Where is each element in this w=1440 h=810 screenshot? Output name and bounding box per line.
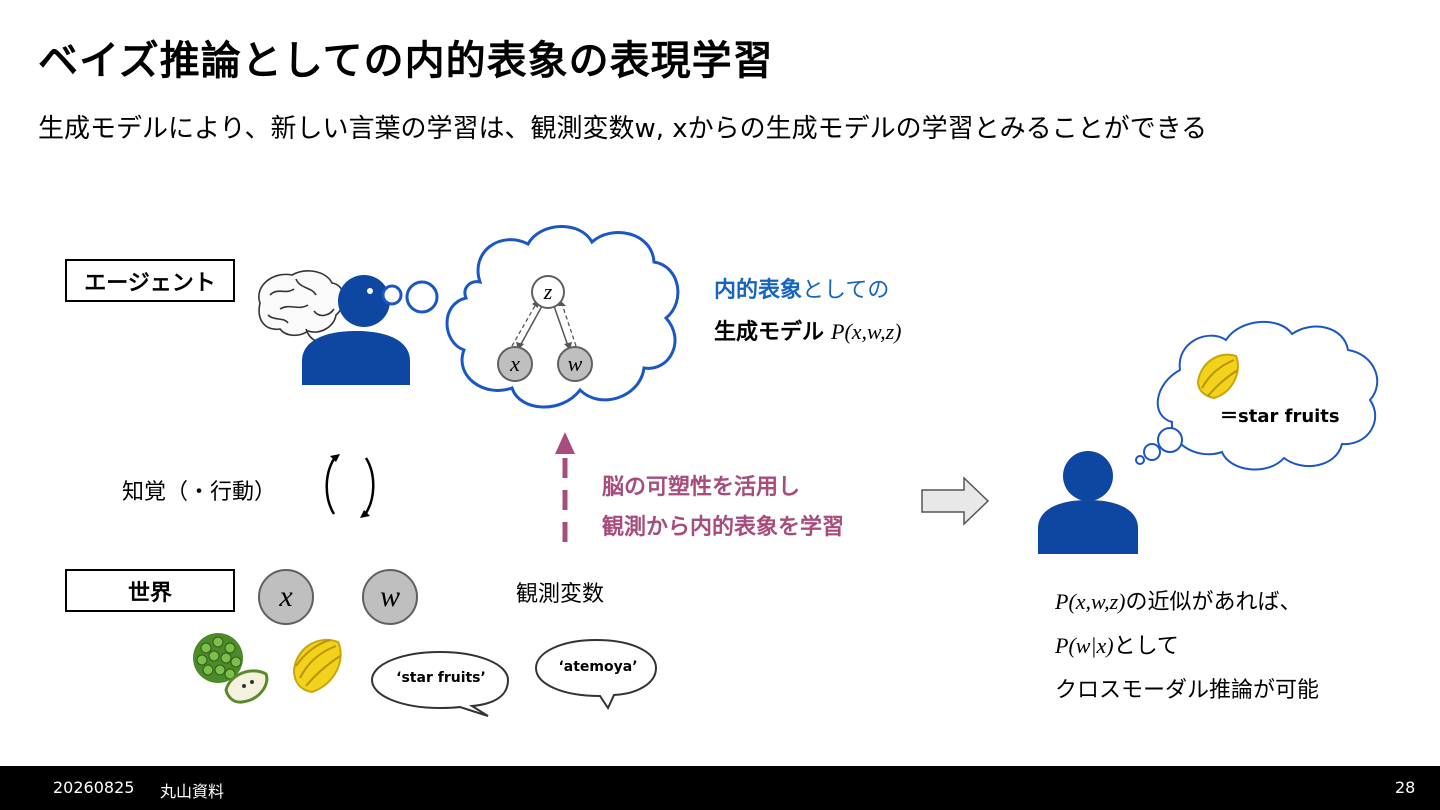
conditional-formula: P(w|x) xyxy=(1055,633,1114,658)
model-caption-line1: 内的表象としての xyxy=(714,272,889,304)
page-number: 28 xyxy=(1395,778,1416,797)
inference-line1-rest: の近似があれば、 xyxy=(1125,590,1302,615)
speech-bubble-2 xyxy=(534,638,658,710)
right-agent-body xyxy=(1038,500,1138,554)
thought-text: ＝star fruits xyxy=(1220,406,1340,427)
world-node-w: w xyxy=(362,569,418,625)
agent-body xyxy=(302,331,410,385)
model-caption-line2: 生成モデル P(x,w,z) xyxy=(714,314,901,346)
inference-line2: P(w|x)として xyxy=(1055,628,1179,660)
inference-line1: P(x,w,z)の近似があれば、 xyxy=(1055,584,1301,616)
joint-formula: P(x,w,z) xyxy=(831,319,902,344)
up-dashed-arrow-icon xyxy=(555,432,575,546)
caption-suffix: としての xyxy=(802,278,890,303)
star-fruit-icon xyxy=(292,639,342,694)
right-arrow-icon xyxy=(921,476,990,526)
footer-date: 20260825 xyxy=(53,778,135,797)
model-node-x: x xyxy=(497,346,533,382)
inference-figure xyxy=(1038,321,1379,554)
plasticity-line1: 脳の可塑性を活用し xyxy=(602,475,801,500)
page-subtitle: 生成モデルにより、新しい言葉の学習は、観測変数w, xからの生成モデルの学習とみ… xyxy=(38,114,1208,144)
right-thought-cloud xyxy=(1156,321,1379,471)
observed-variables-label: 観測変数 xyxy=(516,582,605,607)
right-agent-head xyxy=(1063,451,1113,501)
agent-label: エージェント xyxy=(84,270,216,296)
world-node-x: x xyxy=(258,569,314,625)
plasticity-line2: 観測から内的表象を学習 xyxy=(602,515,845,540)
perception-label: 知覚（・行動） xyxy=(122,480,277,505)
custard-apple-icon xyxy=(193,633,269,704)
thought-star-fruit-icon xyxy=(1196,353,1239,400)
perception-cycle-icon xyxy=(325,454,375,518)
footer-author: 丸山資料 xyxy=(160,782,225,801)
inference-line3: クロスモーダル推論が可能 xyxy=(1055,678,1320,703)
speech-bubble-1 xyxy=(370,650,510,717)
world-label: 世界 xyxy=(127,580,172,606)
agent-figure xyxy=(258,270,439,385)
agent-label-box: エージェント xyxy=(65,259,235,302)
speech-text-1: ‘star fruits’ xyxy=(396,670,486,686)
internal-representation-label: 内的表象 xyxy=(714,278,803,303)
world-label-box: 世界 xyxy=(65,569,235,612)
model-node-z: z xyxy=(531,275,565,309)
approx-formula: P(x,w,z) xyxy=(1055,589,1126,614)
brain-icon xyxy=(258,270,345,343)
generative-model-label: 生成モデル xyxy=(714,320,825,345)
model-node-w: w xyxy=(557,346,593,382)
footer-bar: 20260825 丸山資料 28 xyxy=(0,766,1440,810)
speech-text-2: ‘atemoya’ xyxy=(558,659,638,675)
fruit-illustrations xyxy=(193,633,342,704)
agent-head xyxy=(338,275,390,327)
page-title: ベイズ推論としての内的表象の表現学習 xyxy=(38,38,774,84)
thought-cloud xyxy=(445,225,680,409)
inference-line2-rest: として xyxy=(1113,634,1179,659)
